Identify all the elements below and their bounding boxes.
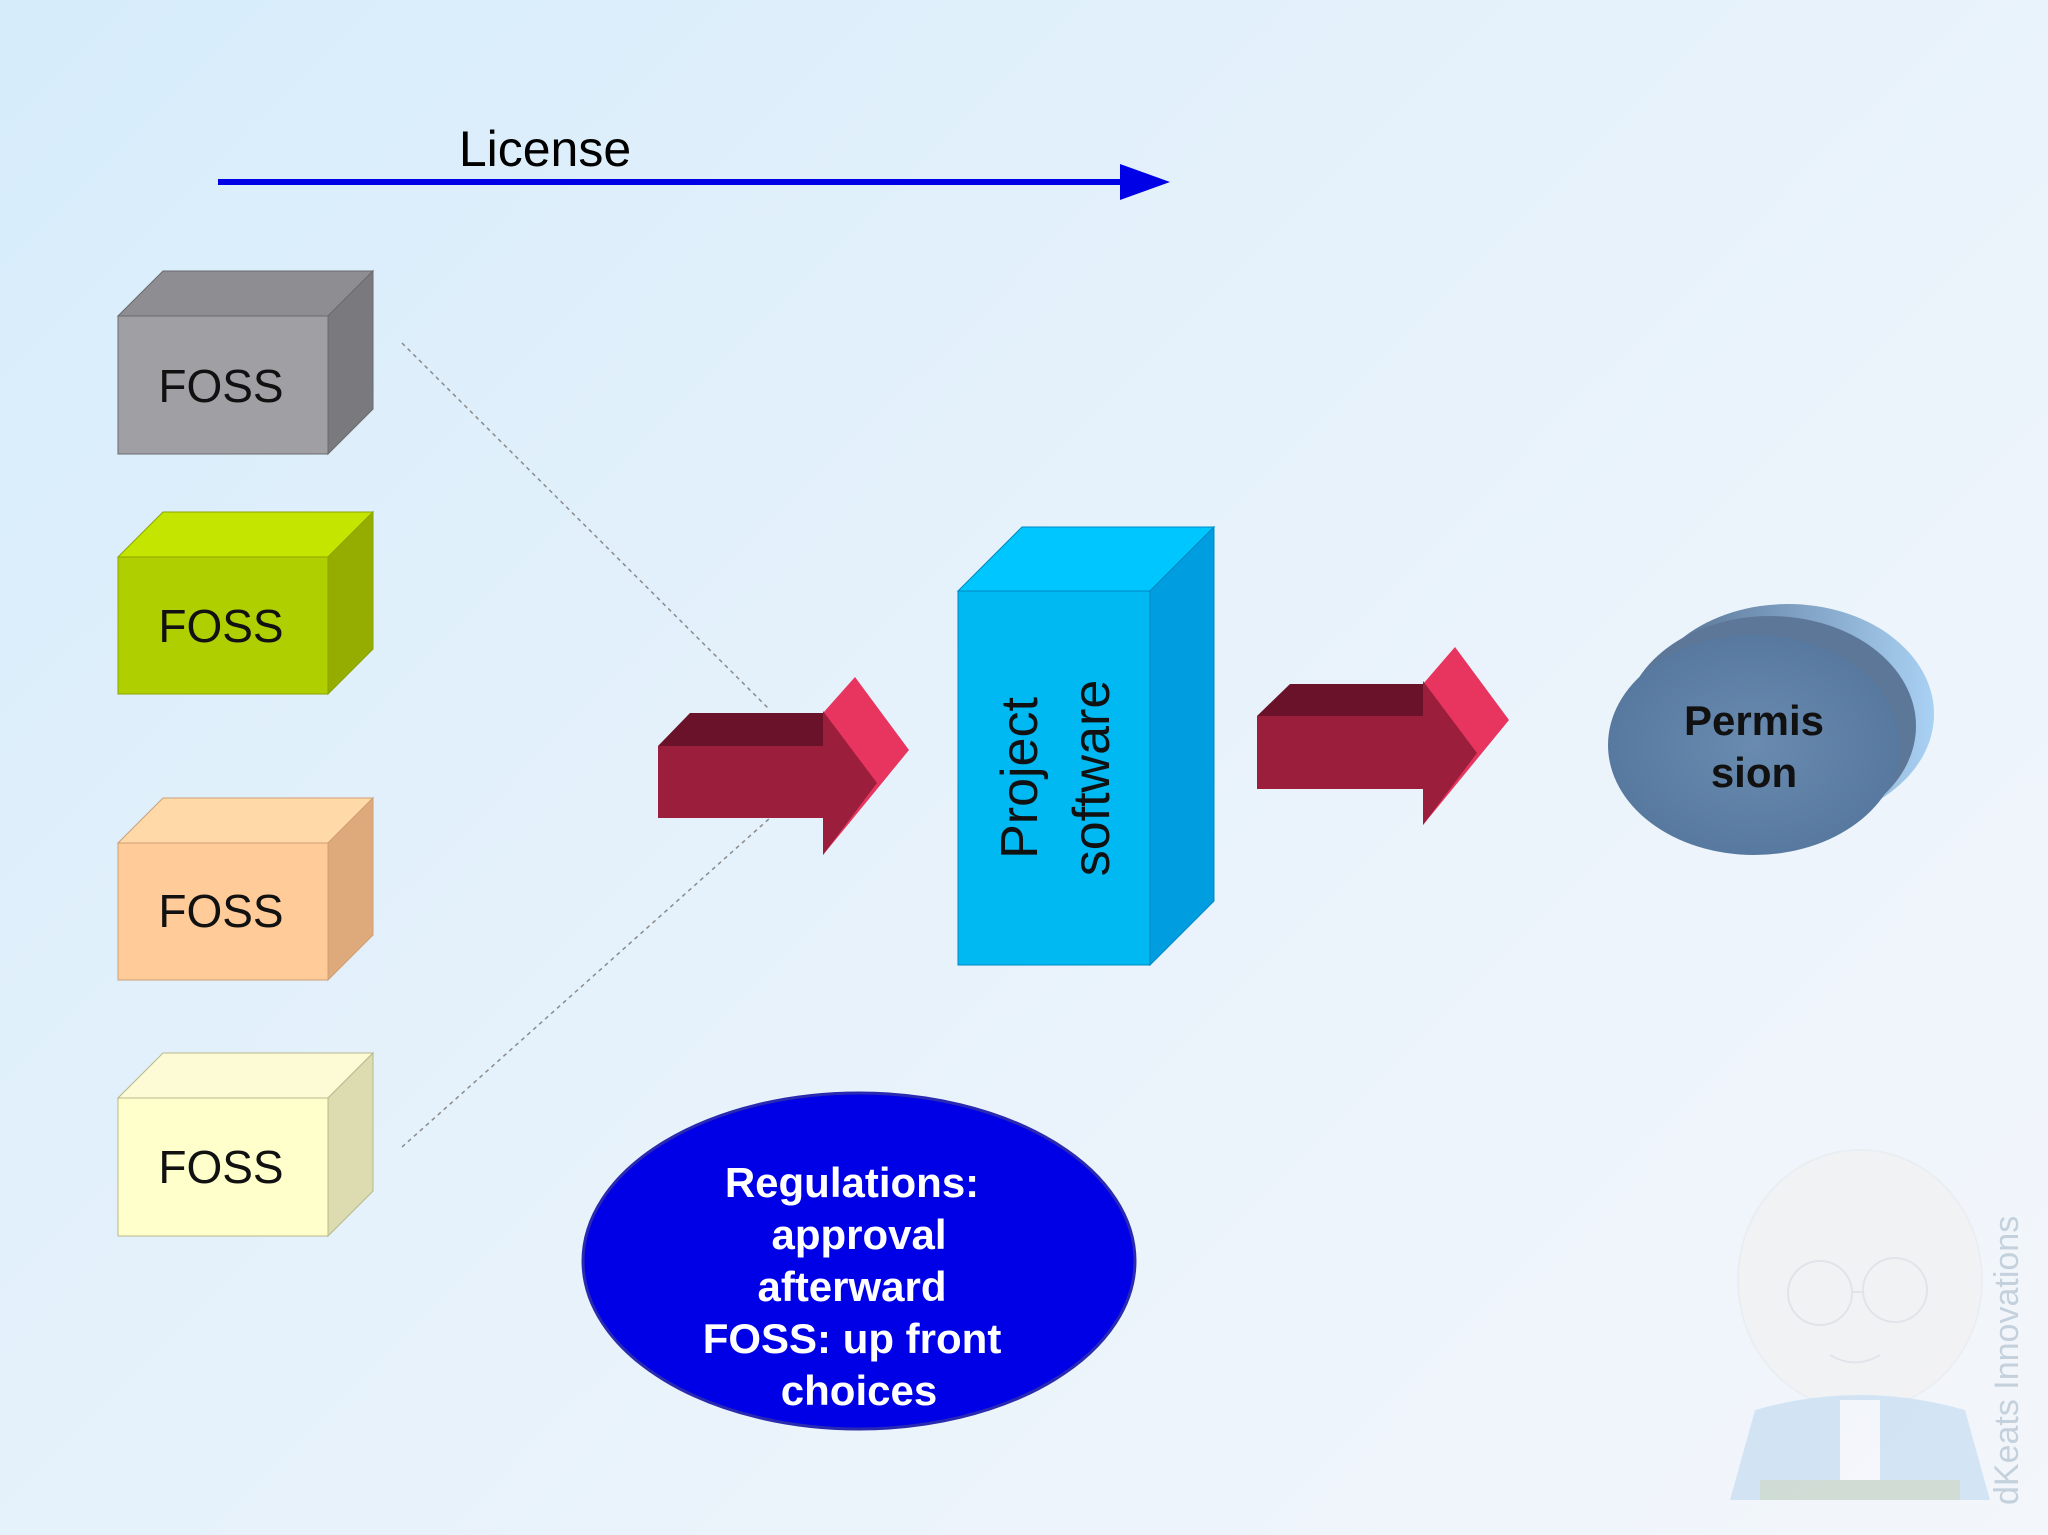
- regulations-line3: afterward: [757, 1263, 946, 1310]
- foss-label-2: FOSS: [158, 600, 283, 652]
- permission-label-line1: Permis: [1684, 697, 1824, 744]
- permission-label-line2: sion: [1711, 749, 1797, 796]
- regulations-line5: choices: [781, 1367, 937, 1414]
- permission-disc: Permis sion: [1608, 604, 1934, 855]
- project-software-box: Project software: [956, 525, 1216, 967]
- foss-label-1: FOSS: [158, 360, 283, 412]
- project-label-line1: Project: [991, 697, 1049, 859]
- foss-label-4: FOSS: [158, 1141, 283, 1193]
- project-label-line2: software: [1063, 680, 1121, 877]
- foss-box-peach: FOSS: [116, 796, 375, 982]
- regulations-line2: approval: [771, 1211, 946, 1258]
- license-label: License: [459, 121, 631, 177]
- license-arrow: [218, 164, 1170, 200]
- arrow-to-project: [658, 677, 909, 855]
- foss-box-cream: FOSS: [116, 1051, 375, 1238]
- foss-box-lime: FOSS: [116, 510, 375, 696]
- arrow-to-permission: [1257, 647, 1509, 825]
- regulations-line1: Regulations:: [725, 1159, 979, 1206]
- connector-lines: [401, 342, 771, 1148]
- foss-box-gray: FOSS: [116, 269, 375, 456]
- watermark-character-logo: [1730, 1149, 1990, 1500]
- regulations-ellipse: Regulations: approval afterward FOSS: up…: [581, 1091, 1137, 1431]
- regulations-line4: FOSS: up front: [703, 1315, 1002, 1362]
- foss-label-3: FOSS: [158, 885, 283, 937]
- watermark-text: dKeats Innovations: [1988, 1216, 2026, 1505]
